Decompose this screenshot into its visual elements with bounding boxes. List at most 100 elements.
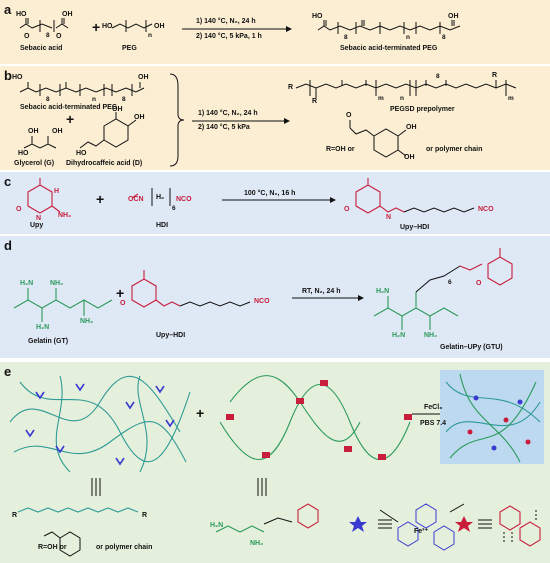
nco-group: NCO — [176, 196, 192, 203]
r-group: R — [288, 84, 294, 91]
upy-dimer-cartoon — [455, 505, 541, 547]
glycerol-structure — [23, 136, 57, 149]
reactant-label: Sebacic acid-terminated PEG — [20, 104, 118, 111]
plus-sign: + — [196, 405, 205, 421]
upy-structure — [27, 178, 61, 214]
atom-label: HO — [312, 13, 323, 20]
equivalence-marks — [91, 478, 267, 496]
subscript-8: 8 — [436, 73, 440, 80]
atom-label: OH — [404, 154, 415, 161]
upy-label: Upy — [30, 222, 44, 229]
pegsd-network-cartoon — [9, 375, 191, 473]
catechol-substituent — [349, 120, 407, 158]
atom-label: N — [386, 214, 392, 221]
panel-b: b — [0, 66, 550, 170]
gtu-product — [373, 248, 513, 330]
product-label: Sebacic acid-terminated PEG — [340, 45, 438, 52]
atom-label: N — [36, 215, 42, 222]
panel-d-structures — [13, 248, 513, 330]
atom-label: O — [346, 112, 352, 119]
upy-hdi-product — [355, 178, 475, 214]
hdi-label: HDI — [156, 222, 169, 229]
atom-label: H₂ — [156, 194, 165, 201]
amine-label: H₂N — [36, 324, 50, 331]
r-definition: R=OH or — [326, 146, 355, 153]
reagent-ph: PBS 7.4 — [420, 420, 447, 427]
gtu-structure-small — [215, 503, 319, 533]
atom-label: OH — [406, 124, 417, 131]
subscript-8: 8 — [46, 96, 50, 103]
product-label: PEGSD prepolymer — [390, 106, 455, 113]
atom-label: O — [120, 300, 126, 307]
reaction-conditions: RT, N₂, 24 h — [302, 288, 341, 295]
fe-catechol-complex — [349, 503, 465, 551]
gtu-wave-cartoon — [219, 375, 412, 461]
atom-label: HO — [76, 150, 87, 157]
r-group: R — [12, 512, 18, 519]
subscript-8: 8 — [344, 34, 348, 41]
subscript-m: m — [378, 95, 384, 102]
atom-label: OH — [138, 74, 149, 81]
subscript-n: n — [148, 32, 152, 39]
hdi-structure — [131, 188, 171, 206]
amine-label: H₂N — [392, 332, 406, 339]
plus-sign: + — [116, 285, 125, 301]
atom-label: HO — [18, 150, 29, 157]
amine-label: H₂N — [20, 280, 34, 287]
atom-label: OH — [28, 128, 39, 135]
atom-label: OH — [62, 11, 73, 18]
atom-label: HO — [102, 23, 113, 30]
r-definition: R=OH or — [38, 544, 67, 551]
panel-e: e — [0, 362, 550, 563]
amine-label: NH₂ — [50, 280, 64, 287]
sebacic-acid-label: Sebacic acid — [20, 45, 63, 52]
reaction-step-2: 2) 140 °C, 5 kPa — [198, 124, 250, 131]
atom-label: OH — [134, 114, 145, 121]
r-group: R — [142, 512, 148, 519]
panel-label-b: b — [4, 68, 12, 83]
atom-label: NH₂ — [58, 212, 72, 219]
r-group: R — [312, 98, 318, 105]
reaction-step-1: 1) 140 °C, N₂, 24 h — [198, 110, 258, 117]
subscript-n: n — [400, 95, 404, 102]
amine-label: H₂N — [210, 522, 224, 529]
subscript-m: m — [508, 95, 514, 102]
amine-label: NH₂ — [424, 332, 438, 339]
reaction-conditions: 100 °C, N₂, 16 h — [244, 190, 296, 197]
subscript-n: n — [92, 96, 96, 103]
gelatin-backbone — [13, 288, 113, 322]
panel-c: c O N H NH₂ Upy + OCN NCO — [0, 172, 550, 234]
subscript-6: 6 — [172, 205, 176, 212]
subscript-8: 8 — [122, 96, 126, 103]
atom-label: O — [16, 206, 22, 213]
atom-label: OH — [52, 128, 63, 135]
panel-a: a — [0, 0, 550, 64]
panel-label-d: d — [4, 238, 12, 253]
reaction-step-2: 2) 140 °C, 5 kPa, 1 h — [196, 33, 262, 40]
iron-center: Fe³⁺ — [414, 528, 429, 535]
panel-c-structures — [27, 178, 475, 214]
product-label: Upy–HDI — [400, 224, 430, 231]
gelatin-label: Gelatin (GT) — [28, 338, 69, 345]
atom-label: OH — [154, 23, 165, 30]
hydrogel-network-box — [440, 370, 544, 464]
atom-label: OH — [448, 13, 459, 20]
pegsd-prepolymer — [295, 80, 517, 98]
sebacic-peg-reactant — [19, 82, 145, 96]
reagent-fecl3: FeCl₃ — [424, 404, 443, 411]
subscript-6: 6 — [448, 279, 452, 286]
peg-structure — [111, 20, 153, 32]
or-polymer-chain: or polymer chain — [426, 146, 483, 153]
subscript-8: 8 — [442, 34, 446, 41]
nco-group: NCO — [254, 298, 270, 305]
panel-d: d — [0, 236, 550, 358]
pegsd-structure-small — [17, 507, 139, 557]
product-label: Gelatin–UPy (GTU) — [440, 344, 503, 351]
atom-label: O — [24, 33, 30, 40]
panel-a-structures — [19, 18, 461, 34]
amine-label: H₂N — [376, 288, 390, 295]
panel-label-a: a — [4, 2, 12, 17]
panel-label-c: c — [4, 174, 12, 189]
atom-label: O — [344, 206, 350, 213]
